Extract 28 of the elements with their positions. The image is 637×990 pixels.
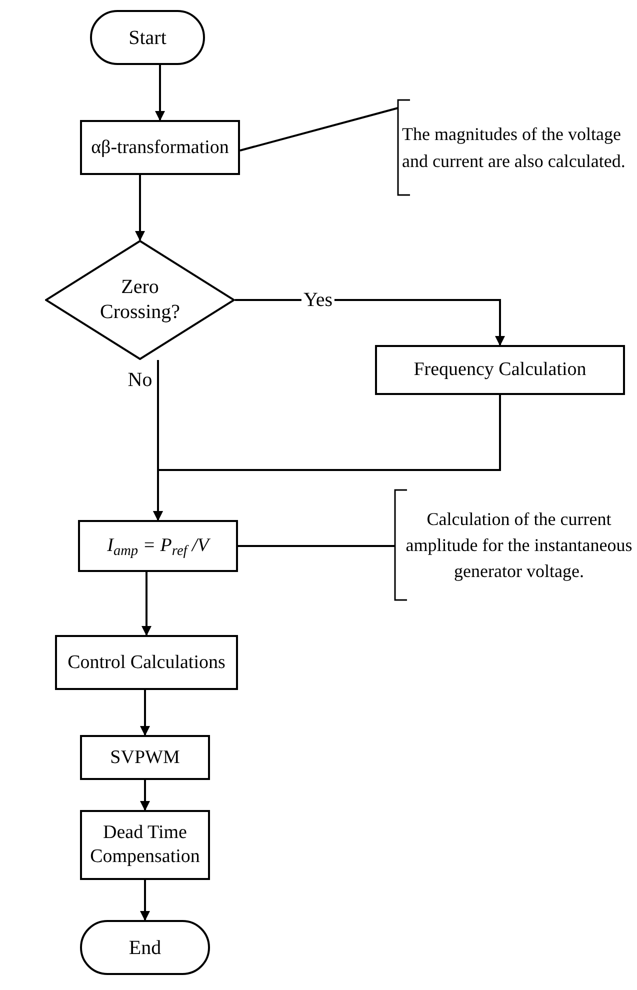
arrow [140, 780, 150, 811]
node-label: The magnitudes of the voltage and current are also calculated. [402, 123, 626, 172]
process-box [55, 635, 238, 690]
process-box [80, 735, 210, 780]
node-label: SVPWM [110, 746, 180, 770]
arrow [140, 880, 150, 921]
arrow [235, 299, 505, 346]
arrow [155, 65, 165, 121]
process-box [80, 810, 210, 880]
leader-line [238, 545, 395, 547]
arrow [142, 572, 152, 636]
node-label: Dead Time Compensation [89, 821, 201, 869]
process-box [78, 520, 238, 572]
node-label: Frequency Calculation [414, 358, 586, 382]
node-label: End [128, 936, 162, 960]
node-label: αβ-transformation [91, 136, 229, 160]
formula-text: I$_{amp}$ = P$_{ref}$ /V [107, 534, 209, 558]
leader-line [240, 107, 398, 152]
process-box [80, 120, 240, 175]
arrow [153, 395, 501, 521]
arrow [135, 175, 145, 241]
node-label: Calculation of the current amplitude for the instantaneous generator voltage. [404, 508, 634, 584]
arrow [140, 690, 150, 736]
node-label: Start [128, 26, 166, 50]
node-label: Control Calculations [68, 650, 226, 674]
process-box [375, 345, 625, 395]
decision-diamond [45, 240, 235, 360]
node-label: Zero Crossing? [100, 276, 180, 323]
